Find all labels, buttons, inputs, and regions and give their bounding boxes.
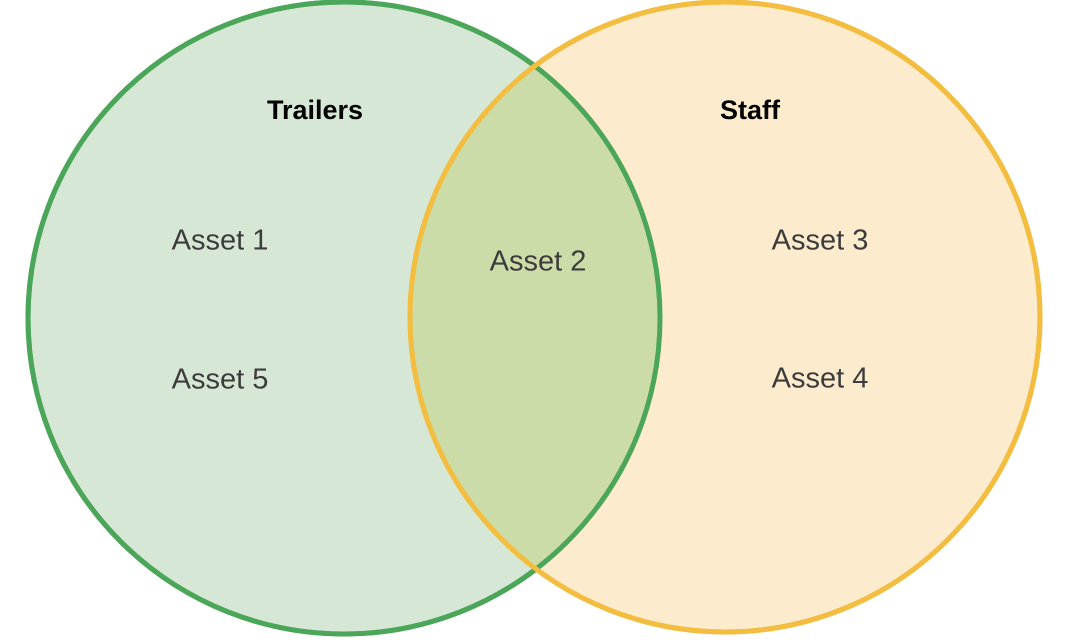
- intersection-region-group: [410, 2, 1040, 632]
- venn-item-label[interactable]: Asset 5: [172, 364, 269, 396]
- set-title-staff: Staff: [720, 95, 781, 125]
- venn-item-label[interactable]: Asset 3: [772, 225, 869, 257]
- set-outline-staff: [407, 0, 1043, 635]
- intersection-region-trailers-and-staff[interactable]: [410, 2, 1040, 632]
- set-title-trailers: Trailers: [267, 95, 363, 125]
- venn-item-label[interactable]: Asset 1: [172, 225, 269, 257]
- venn-item-label[interactable]: Asset 2: [490, 246, 587, 278]
- set-outline-trailers: [25, 0, 663, 637]
- venn-item-label[interactable]: Asset 4: [772, 363, 869, 395]
